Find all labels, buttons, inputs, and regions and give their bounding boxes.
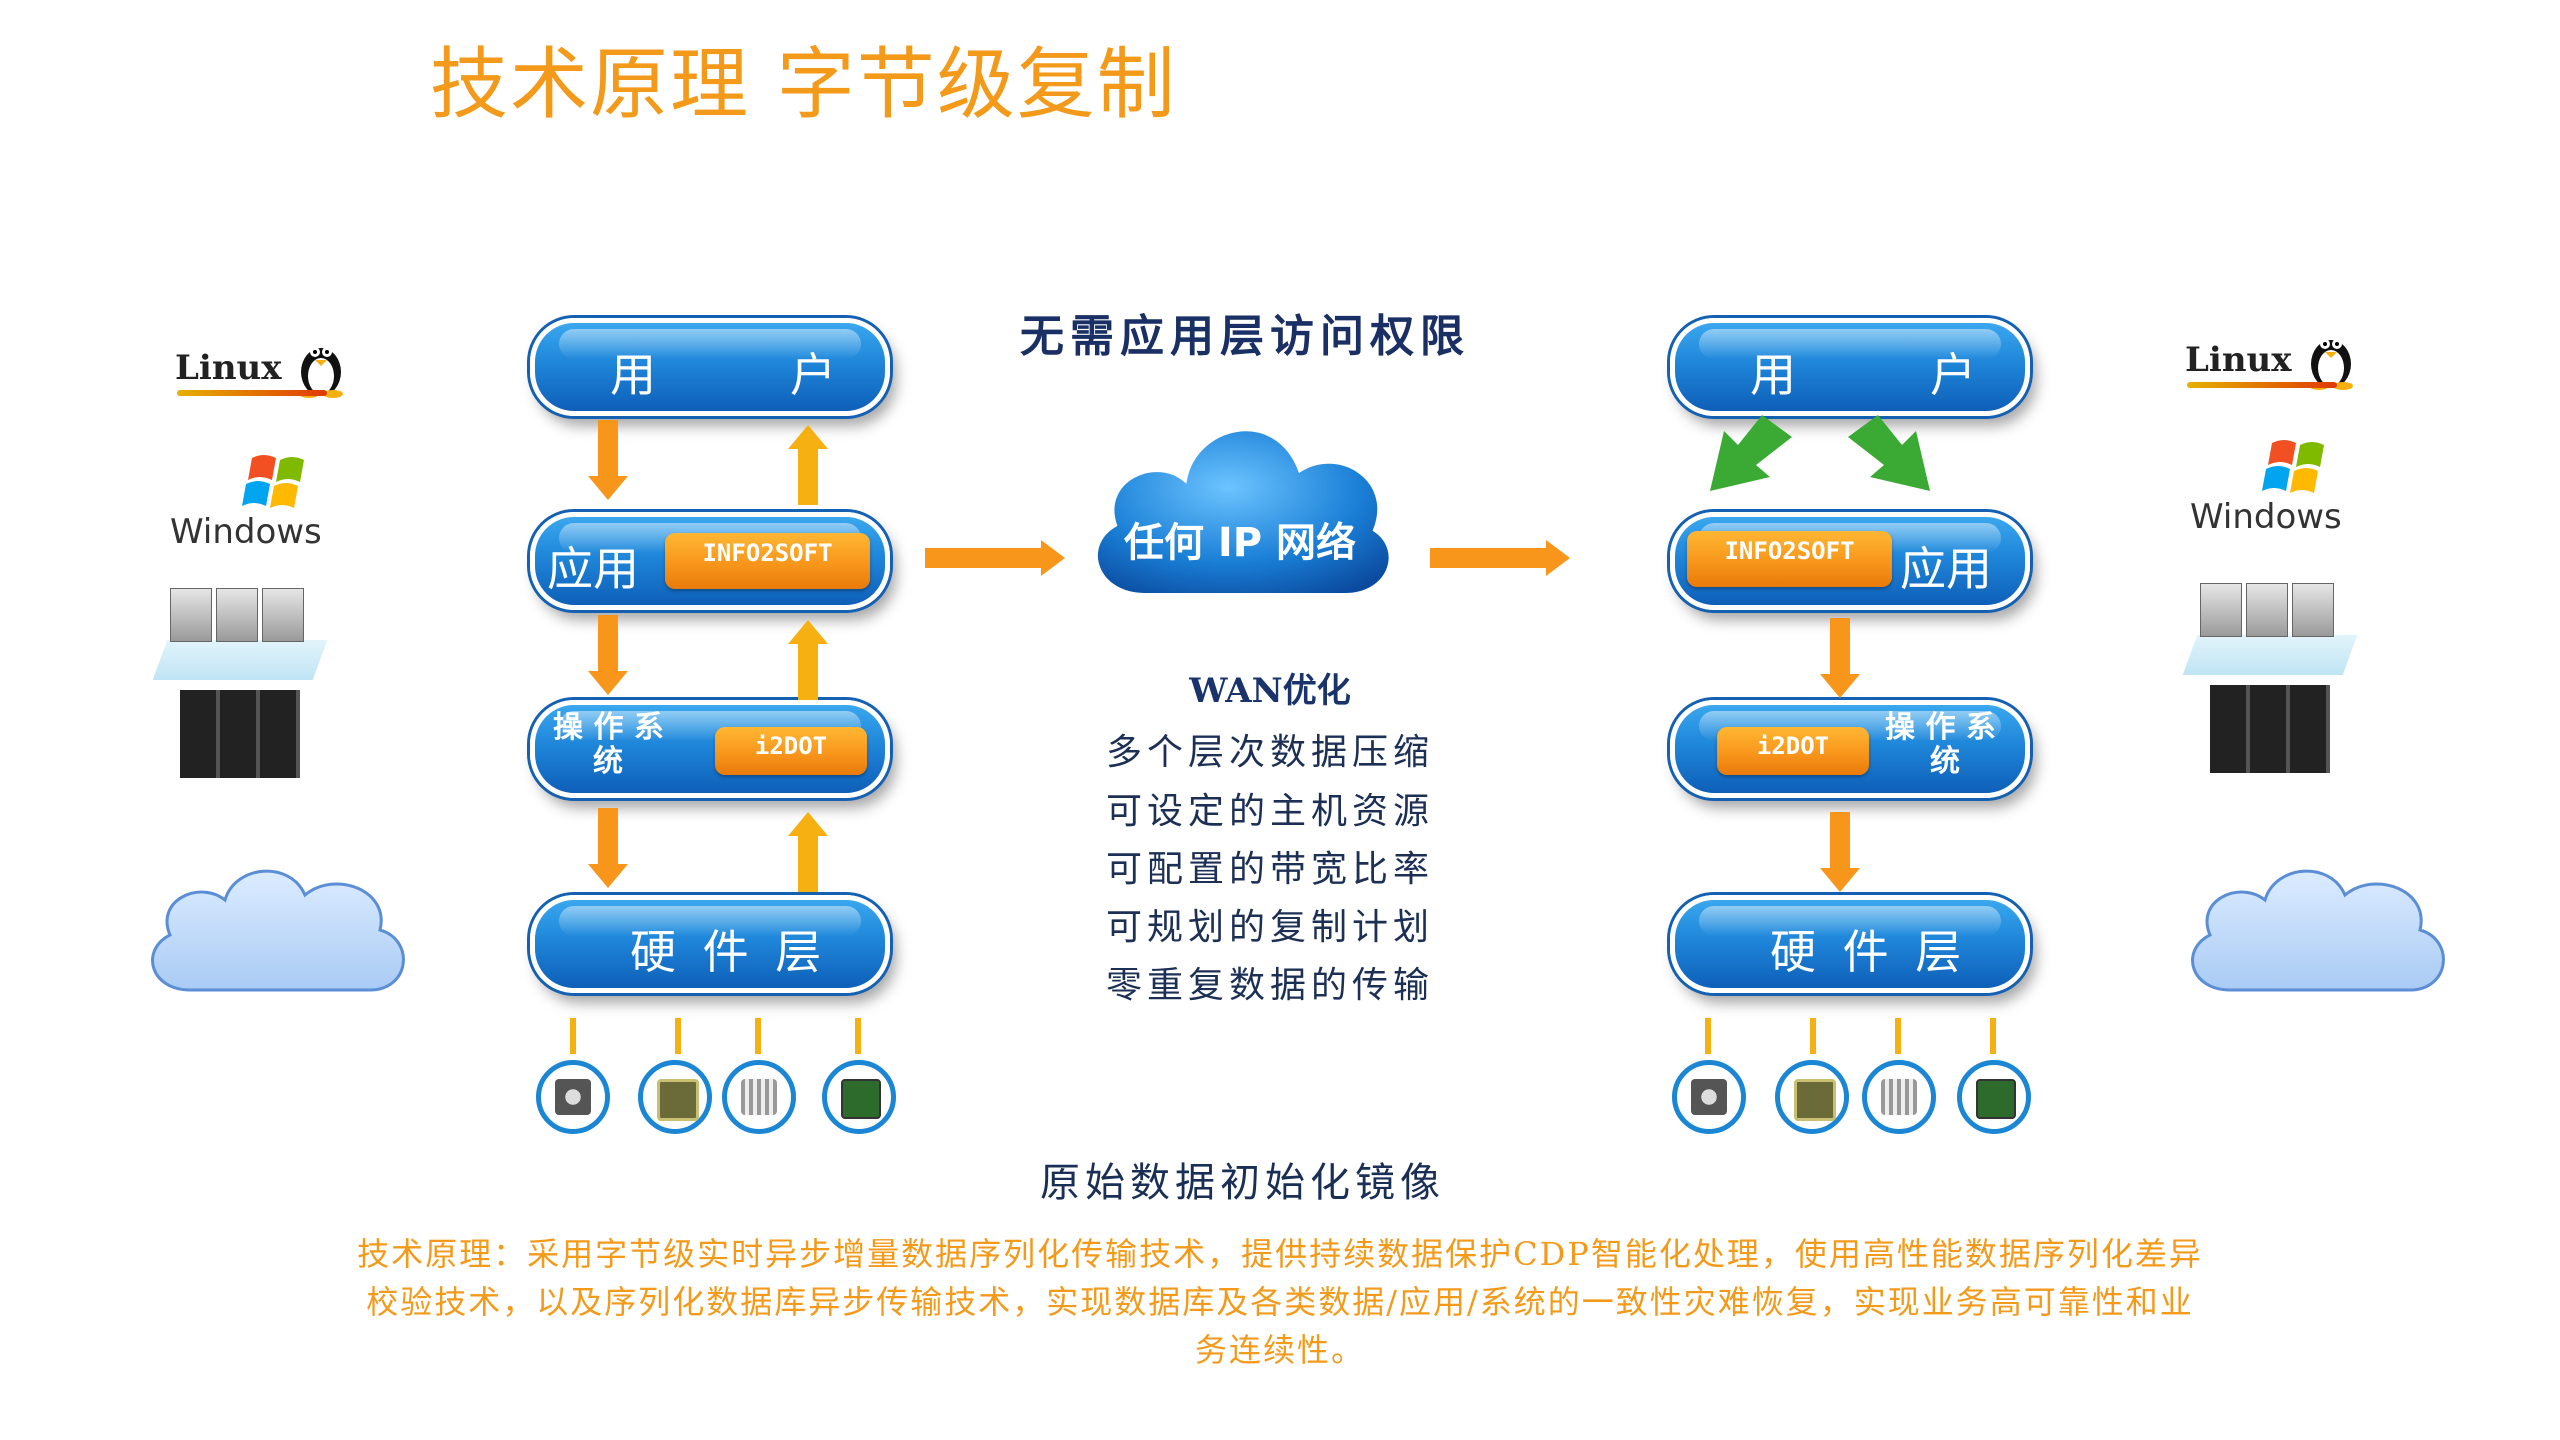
app-label-right: 应用 bbox=[1900, 542, 1992, 596]
hard-disk-icon bbox=[536, 1060, 610, 1134]
down-arrow-right-2 bbox=[1820, 812, 1860, 892]
os-label-right-line1: 操 作 系 bbox=[1885, 710, 1996, 745]
user-label-left-char1: 用 bbox=[610, 348, 656, 402]
feature-item: 多个层次数据压缩 bbox=[1105, 732, 1434, 773]
os-label-left-line1: 操 作 系 bbox=[553, 710, 664, 745]
up-arrow-left-2 bbox=[788, 620, 828, 700]
os-layer-right: i2DOT 操 作 系 统 bbox=[1670, 700, 2030, 798]
initial-mirror-caption: 原始数据初始化镜像 bbox=[1040, 1160, 1445, 1206]
hw-connector bbox=[1705, 1018, 1711, 1054]
page-title: 技术原理 字节级复制 bbox=[430, 40, 1177, 130]
network-card-icon bbox=[822, 1060, 896, 1134]
hw-connector bbox=[1810, 1018, 1816, 1054]
hw-connector bbox=[570, 1018, 576, 1054]
app-label-left: 应用 bbox=[547, 542, 639, 596]
down-arrow-right-1 bbox=[1820, 618, 1860, 698]
up-arrow-left-3 bbox=[788, 812, 828, 892]
hardware-layer-left: 硬 件 层 bbox=[530, 895, 890, 993]
down-arrow-left-2 bbox=[588, 615, 628, 695]
feature-item: 零重复数据的传输 bbox=[1105, 965, 1434, 1006]
info2soft-box-left: INFO2SOFT bbox=[665, 533, 870, 589]
user-label-left-char2: 户 bbox=[790, 348, 836, 402]
right-arrow-to-cloud bbox=[925, 540, 1065, 576]
feature-item: 可配置的带宽比率 bbox=[1105, 849, 1434, 890]
hardware-layer-right: 硬 件 层 bbox=[1670, 895, 2030, 993]
ip-network-label: 任何 IP 网络 bbox=[1123, 520, 1357, 566]
cloud-icon-left bbox=[151, 869, 405, 992]
info2soft-box-right: INFO2SOFT bbox=[1687, 531, 1892, 587]
memory-board-icon bbox=[1862, 1060, 1936, 1134]
os-label-right-line2: 统 bbox=[1930, 744, 1960, 779]
down-arrow-left-1 bbox=[588, 420, 628, 500]
server-cluster-right bbox=[2180, 575, 2360, 775]
right-arrow-from-cloud bbox=[1430, 540, 1570, 576]
no-app-access-headline: 无需应用层访问权限 bbox=[1020, 311, 1470, 362]
windows-flag-icon bbox=[2262, 440, 2324, 493]
technical-description: 技术原理：采用字节级实时异步增量数据序列化传输技术，提供持续数据保护CDP智能化… bbox=[357, 1235, 2203, 1369]
feature-item: 可设定的主机资源 bbox=[1105, 791, 1434, 832]
user-label-right-char1: 用 bbox=[1750, 348, 1796, 402]
tux-icon bbox=[299, 347, 343, 398]
os-layer-left: 操 作 系 统 i2DOT bbox=[530, 700, 890, 798]
ip-network-cloud-icon bbox=[1094, 427, 1393, 597]
hardware-label-left: 硬 件 层 bbox=[630, 925, 828, 979]
windows-flag-icon bbox=[242, 455, 304, 508]
user-layer-right: 用 户 bbox=[1670, 318, 2030, 416]
green-arrow-right bbox=[1848, 415, 1930, 491]
hw-connector bbox=[855, 1018, 861, 1054]
hw-connector bbox=[1990, 1018, 1996, 1054]
hardware-label-right: 硬 件 层 bbox=[1770, 925, 1968, 979]
linux-logo: Linux bbox=[175, 347, 343, 398]
down-arrow-left-3 bbox=[588, 808, 628, 888]
server-cluster-left bbox=[150, 580, 330, 780]
linux-logo-right: Linux bbox=[2185, 339, 2353, 390]
i2dot-box-left: i2DOT bbox=[715, 727, 867, 775]
network-card-icon bbox=[1957, 1060, 2031, 1134]
user-layer-left: 用 户 bbox=[530, 318, 890, 416]
tux-icon bbox=[2309, 339, 2353, 390]
memory-board-icon bbox=[722, 1060, 796, 1134]
app-layer-left: 应用 INFO2SOFT bbox=[530, 512, 890, 610]
feature-item: 可规划的复制计划 bbox=[1105, 907, 1434, 948]
hw-connector bbox=[675, 1018, 681, 1054]
cpu-chip-icon bbox=[1775, 1060, 1849, 1134]
i2dot-box-right: i2DOT bbox=[1717, 727, 1869, 775]
up-arrow-left-1 bbox=[788, 425, 828, 505]
cloud-icon-right bbox=[2191, 869, 2445, 992]
hard-disk-icon bbox=[1672, 1060, 1746, 1134]
user-label-right-char2: 户 bbox=[1930, 348, 1976, 402]
hw-connector bbox=[755, 1018, 761, 1054]
hw-connector bbox=[1895, 1018, 1901, 1054]
os-label-left-line2: 统 bbox=[593, 744, 623, 779]
green-arrow-left bbox=[1710, 415, 1792, 491]
wan-optimization-title: WAN优化 bbox=[1189, 671, 1351, 711]
cpu-chip-icon bbox=[638, 1060, 712, 1134]
app-layer-right: INFO2SOFT 应用 bbox=[1670, 512, 2030, 610]
